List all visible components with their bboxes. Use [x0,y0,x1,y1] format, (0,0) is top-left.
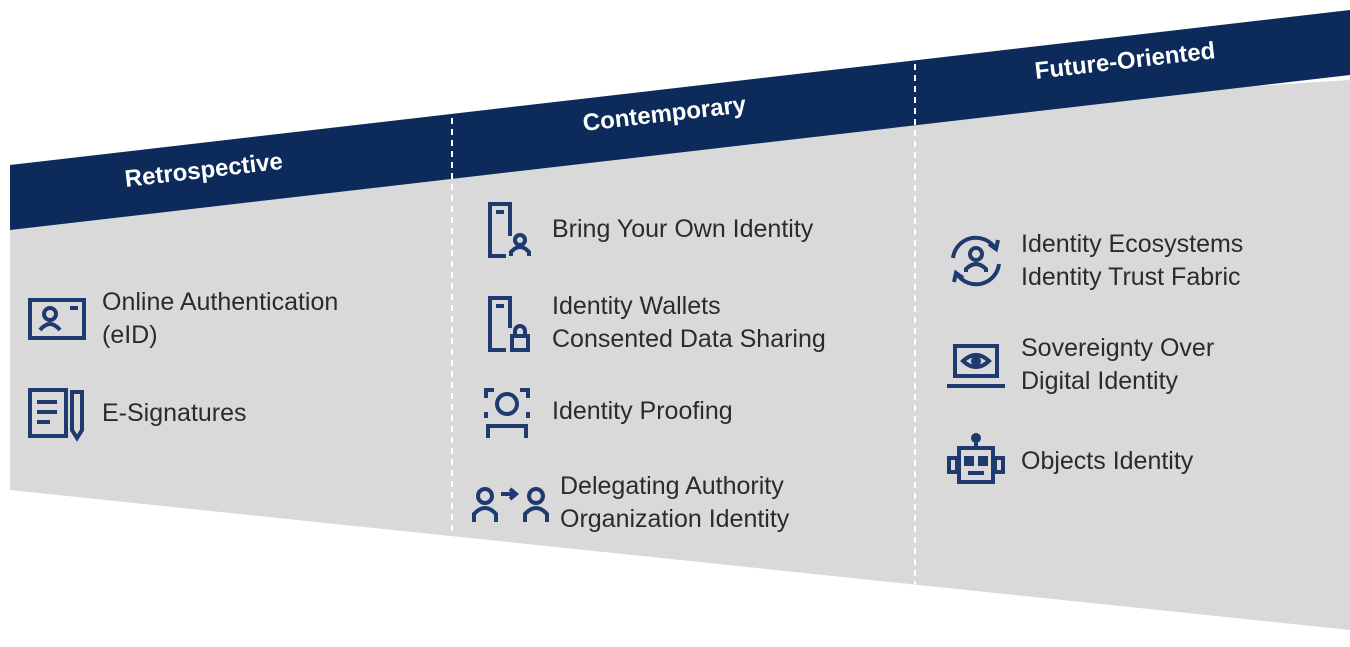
item-text-line: E-Signatures [102,398,247,427]
item-text-line: (eID) [102,321,158,349]
list-item-identity-proofing: Identity Proofing [476,382,733,440]
id-card-icon [26,290,88,348]
item-text-line: Bring Your Own Identity [552,214,814,243]
item-text-line: Identity Wallets [552,292,721,320]
item-text-line: Consented Data Sharing [552,325,826,353]
item-text-line: Sovereignty Over [1021,334,1215,362]
item-text-line: Organization Identity [560,505,790,533]
item-text-line: Identity Ecosystems [1021,230,1244,258]
list-item-objects-identity: Objects Identity [945,432,1193,490]
list-item-sovereignty: Sovereignty Over Digital Identity [945,332,1214,398]
list-item-identity-wallets: Identity Wallets Consented Data Sharing [476,290,826,356]
item-text-line: Identity Proofing [552,396,733,425]
robot-icon [945,432,1007,490]
phone-lock-icon [476,294,538,352]
person-arrow-person-icon [470,474,552,532]
laptop-eye-icon [945,336,1007,394]
cycle-person-icon [945,232,1007,290]
list-item-online-authentication: Online Authentication (eID) [26,286,338,352]
list-item-bring-your-own-identity: Bring Your Own Identity [476,200,813,258]
face-scan-icon [476,382,538,440]
list-item-delegating-authority: Delegating Authority Organization Identi… [470,470,789,536]
phone-person-icon [476,200,538,258]
item-text-line: Objects Identity [1021,446,1194,475]
item-text-line: Digital Identity [1021,367,1179,395]
document-pen-icon [26,384,88,442]
list-item-e-signatures: E-Signatures [26,384,247,442]
item-text-line: Identity Trust Fabric [1021,263,1241,291]
header-band [10,10,1350,230]
item-text-line: Delegating Authority [560,472,784,500]
list-item-identity-ecosystems: Identity Ecosystems Identity Trust Fabri… [945,228,1243,294]
gray-panel [10,80,1350,630]
item-text-line: Online Authentication [102,288,339,316]
